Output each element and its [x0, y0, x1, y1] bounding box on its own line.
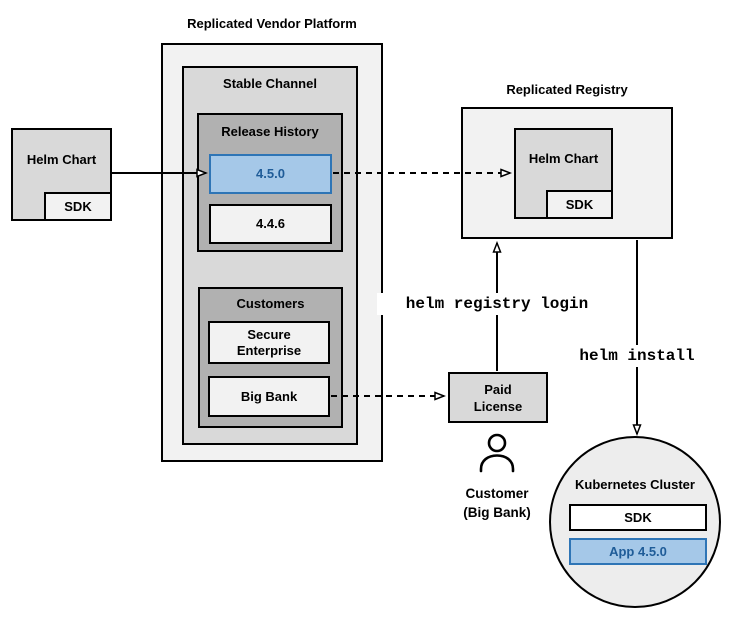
release-label-4-5-0: 4.5.0 [256, 166, 285, 181]
release-history-label: Release History [221, 124, 319, 139]
stable-channel-label: Stable Channel [223, 76, 317, 91]
customer-secure-enterprise-label: Secure Enterprise [236, 326, 302, 358]
release-box-4-5-0 [209, 154, 332, 194]
helm-chart-source-label: Helm Chart [26, 152, 97, 167]
command-helm-registry-login: helm registry login [377, 293, 617, 315]
release-box-4-4-6 [209, 204, 332, 244]
kubernetes-sdk-box [569, 504, 707, 531]
command-helm-install: helm install [547, 345, 727, 367]
customer-caption: Customer (Big Bank) [463, 486, 531, 520]
kubernetes-sdk-label: SDK [624, 509, 652, 525]
registry-title: Replicated Registry [506, 82, 628, 97]
registry-sdk-label: SDK [565, 196, 594, 212]
kubernetes-app-box [569, 538, 707, 565]
customer-big-bank-label: Big Bank [240, 388, 298, 404]
paid-license-label: Paid License [473, 381, 523, 414]
customer-big-bank-box [208, 376, 330, 417]
paid-license-box [448, 372, 548, 423]
kubernetes-cluster-title: Kubernetes Cluster [575, 477, 695, 492]
release-label-4-4-6: 4.4.6 [256, 216, 285, 231]
helm-chart-source-sdk-box [44, 192, 112, 221]
customers-label: Customers [236, 296, 305, 311]
kubernetes-app-label: App 4.5.0 [609, 543, 667, 559]
registry-helm-chart-label: Helm Chart [528, 151, 599, 166]
helm-chart-source-sdk-label: SDK [64, 198, 92, 214]
person-icon [479, 433, 515, 473]
customer-secure-enterprise-box [208, 321, 330, 364]
registry-sdk-box [546, 190, 613, 219]
vendor-platform-title: Replicated Vendor Platform [187, 16, 357, 31]
